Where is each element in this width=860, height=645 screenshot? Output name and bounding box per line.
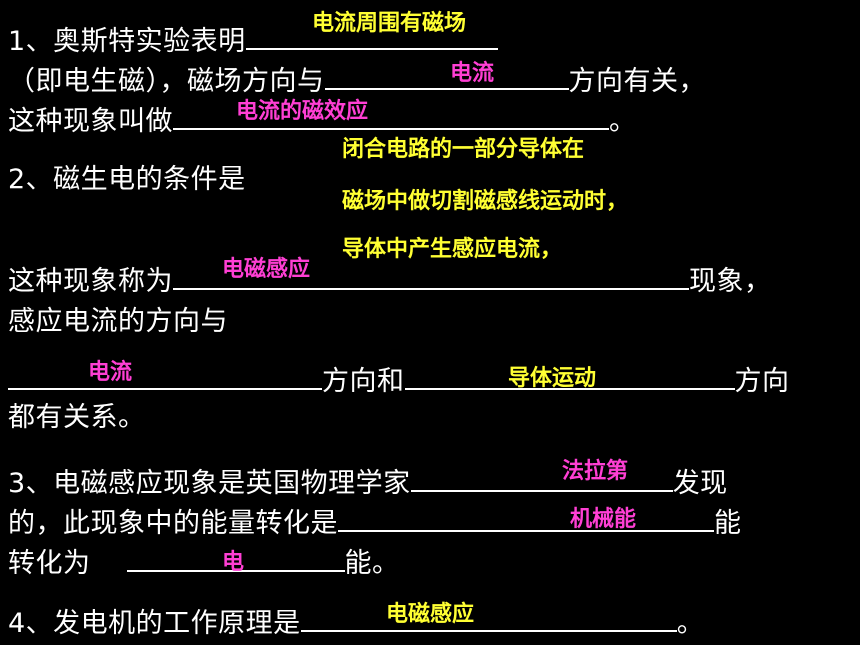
q3-line3-end: 能。: [344, 548, 400, 579]
q2-answer-dir1: 电流: [88, 360, 133, 385]
q2-answer-phenomenon: 电磁感应: [222, 257, 311, 282]
q2-line5-text: 都有关系。: [8, 402, 146, 433]
q3-answer-energy-to: 电: [222, 550, 245, 575]
q1-answer-2: 电流: [450, 61, 495, 86]
q2-line3-text: 感应电流的方向与: [8, 306, 228, 337]
q2-condition-line1: 闭合电路的一部分导体在: [342, 137, 585, 162]
q1-line3-text: 这种现象叫做: [8, 106, 173, 137]
q3-line3: 转化为 能。: [8, 544, 400, 582]
q3-line2: 的，此现象中的能量转化是 能: [8, 504, 742, 542]
q2-blank-dir1: [8, 362, 322, 390]
q4-line-prefix: 4、发电机的工作原理是: [8, 608, 301, 639]
q3-line1: 3、电磁感应现象是英国物理学家 发现: [8, 464, 728, 502]
q1-line2-prefix: （即电生磁），磁场方向与: [8, 66, 325, 97]
q1-line2: （即电生磁），磁场方向与 方向有关，: [8, 62, 706, 100]
q2-line4: 方向和 方向: [8, 362, 790, 400]
q3-blank-energy-from: [338, 504, 714, 532]
q3-line1-text: 3、电磁感应现象是英国物理学家: [8, 468, 411, 499]
q2-line5: 都有关系。: [8, 400, 146, 436]
q3-line1-end: 发现: [672, 468, 728, 499]
q1-answer-1: 电流周围有磁场: [312, 11, 467, 36]
q3-blank-energy-to: [126, 544, 345, 572]
q2-line4-end: 方向: [734, 366, 790, 397]
q2-line3: 感应电流的方向与: [8, 304, 228, 340]
q1-line1-text: 1、奥斯特实验表明: [8, 26, 246, 57]
q2-line2-prefix: 这种现象称为: [8, 266, 173, 297]
q2-line1-text: 2、磁生电的条件是: [8, 164, 246, 195]
q2-line2: 这种现象称为 现象，: [8, 262, 772, 300]
q3-line3-prefix: 转化为: [8, 548, 91, 579]
q1-answer-3: 电流的磁效应: [236, 99, 369, 124]
q2-condition-line3: 导体中产生感应电流，: [342, 237, 563, 262]
q2-condition-line2: 磁场中做切割磁感线运动时，: [342, 189, 629, 214]
q4-line: 4、发电机的工作原理是 。: [8, 604, 704, 642]
q1-blank-2: [324, 62, 569, 90]
q2-line4-mid: 方向和: [322, 366, 405, 397]
q3-answer-scientist: 法拉第: [562, 459, 629, 484]
q2-answer-dir2: 导体运动: [508, 366, 597, 391]
q3-line2-prefix: 的，此现象中的能量转化是: [8, 508, 338, 539]
q1-line3-end: 。: [609, 106, 637, 137]
q2-line2-suffix: 现象，: [689, 266, 772, 297]
q2-blank-phenomenon: [173, 262, 689, 290]
q2-blank-dir2: [404, 362, 735, 390]
q4-line-end: 。: [676, 608, 705, 639]
q1-line3: 这种现象叫做 。: [8, 102, 637, 140]
q3-answer-energy-from: 机械能: [570, 507, 637, 532]
q1-line1: 1、奥斯特实验表明: [8, 22, 498, 60]
q4-answer-principle: 电磁感应: [386, 602, 475, 627]
q1-blank-1: [245, 22, 498, 50]
q1-line2-suffix: 方向有关，: [568, 66, 706, 97]
q3-blank-scientist: [410, 464, 673, 492]
q1-blank-3: [173, 102, 609, 130]
q3-line2-end: 能: [714, 508, 742, 539]
q2-line1: 2、磁生电的条件是: [8, 162, 246, 198]
q4-blank-principle: [300, 604, 677, 632]
